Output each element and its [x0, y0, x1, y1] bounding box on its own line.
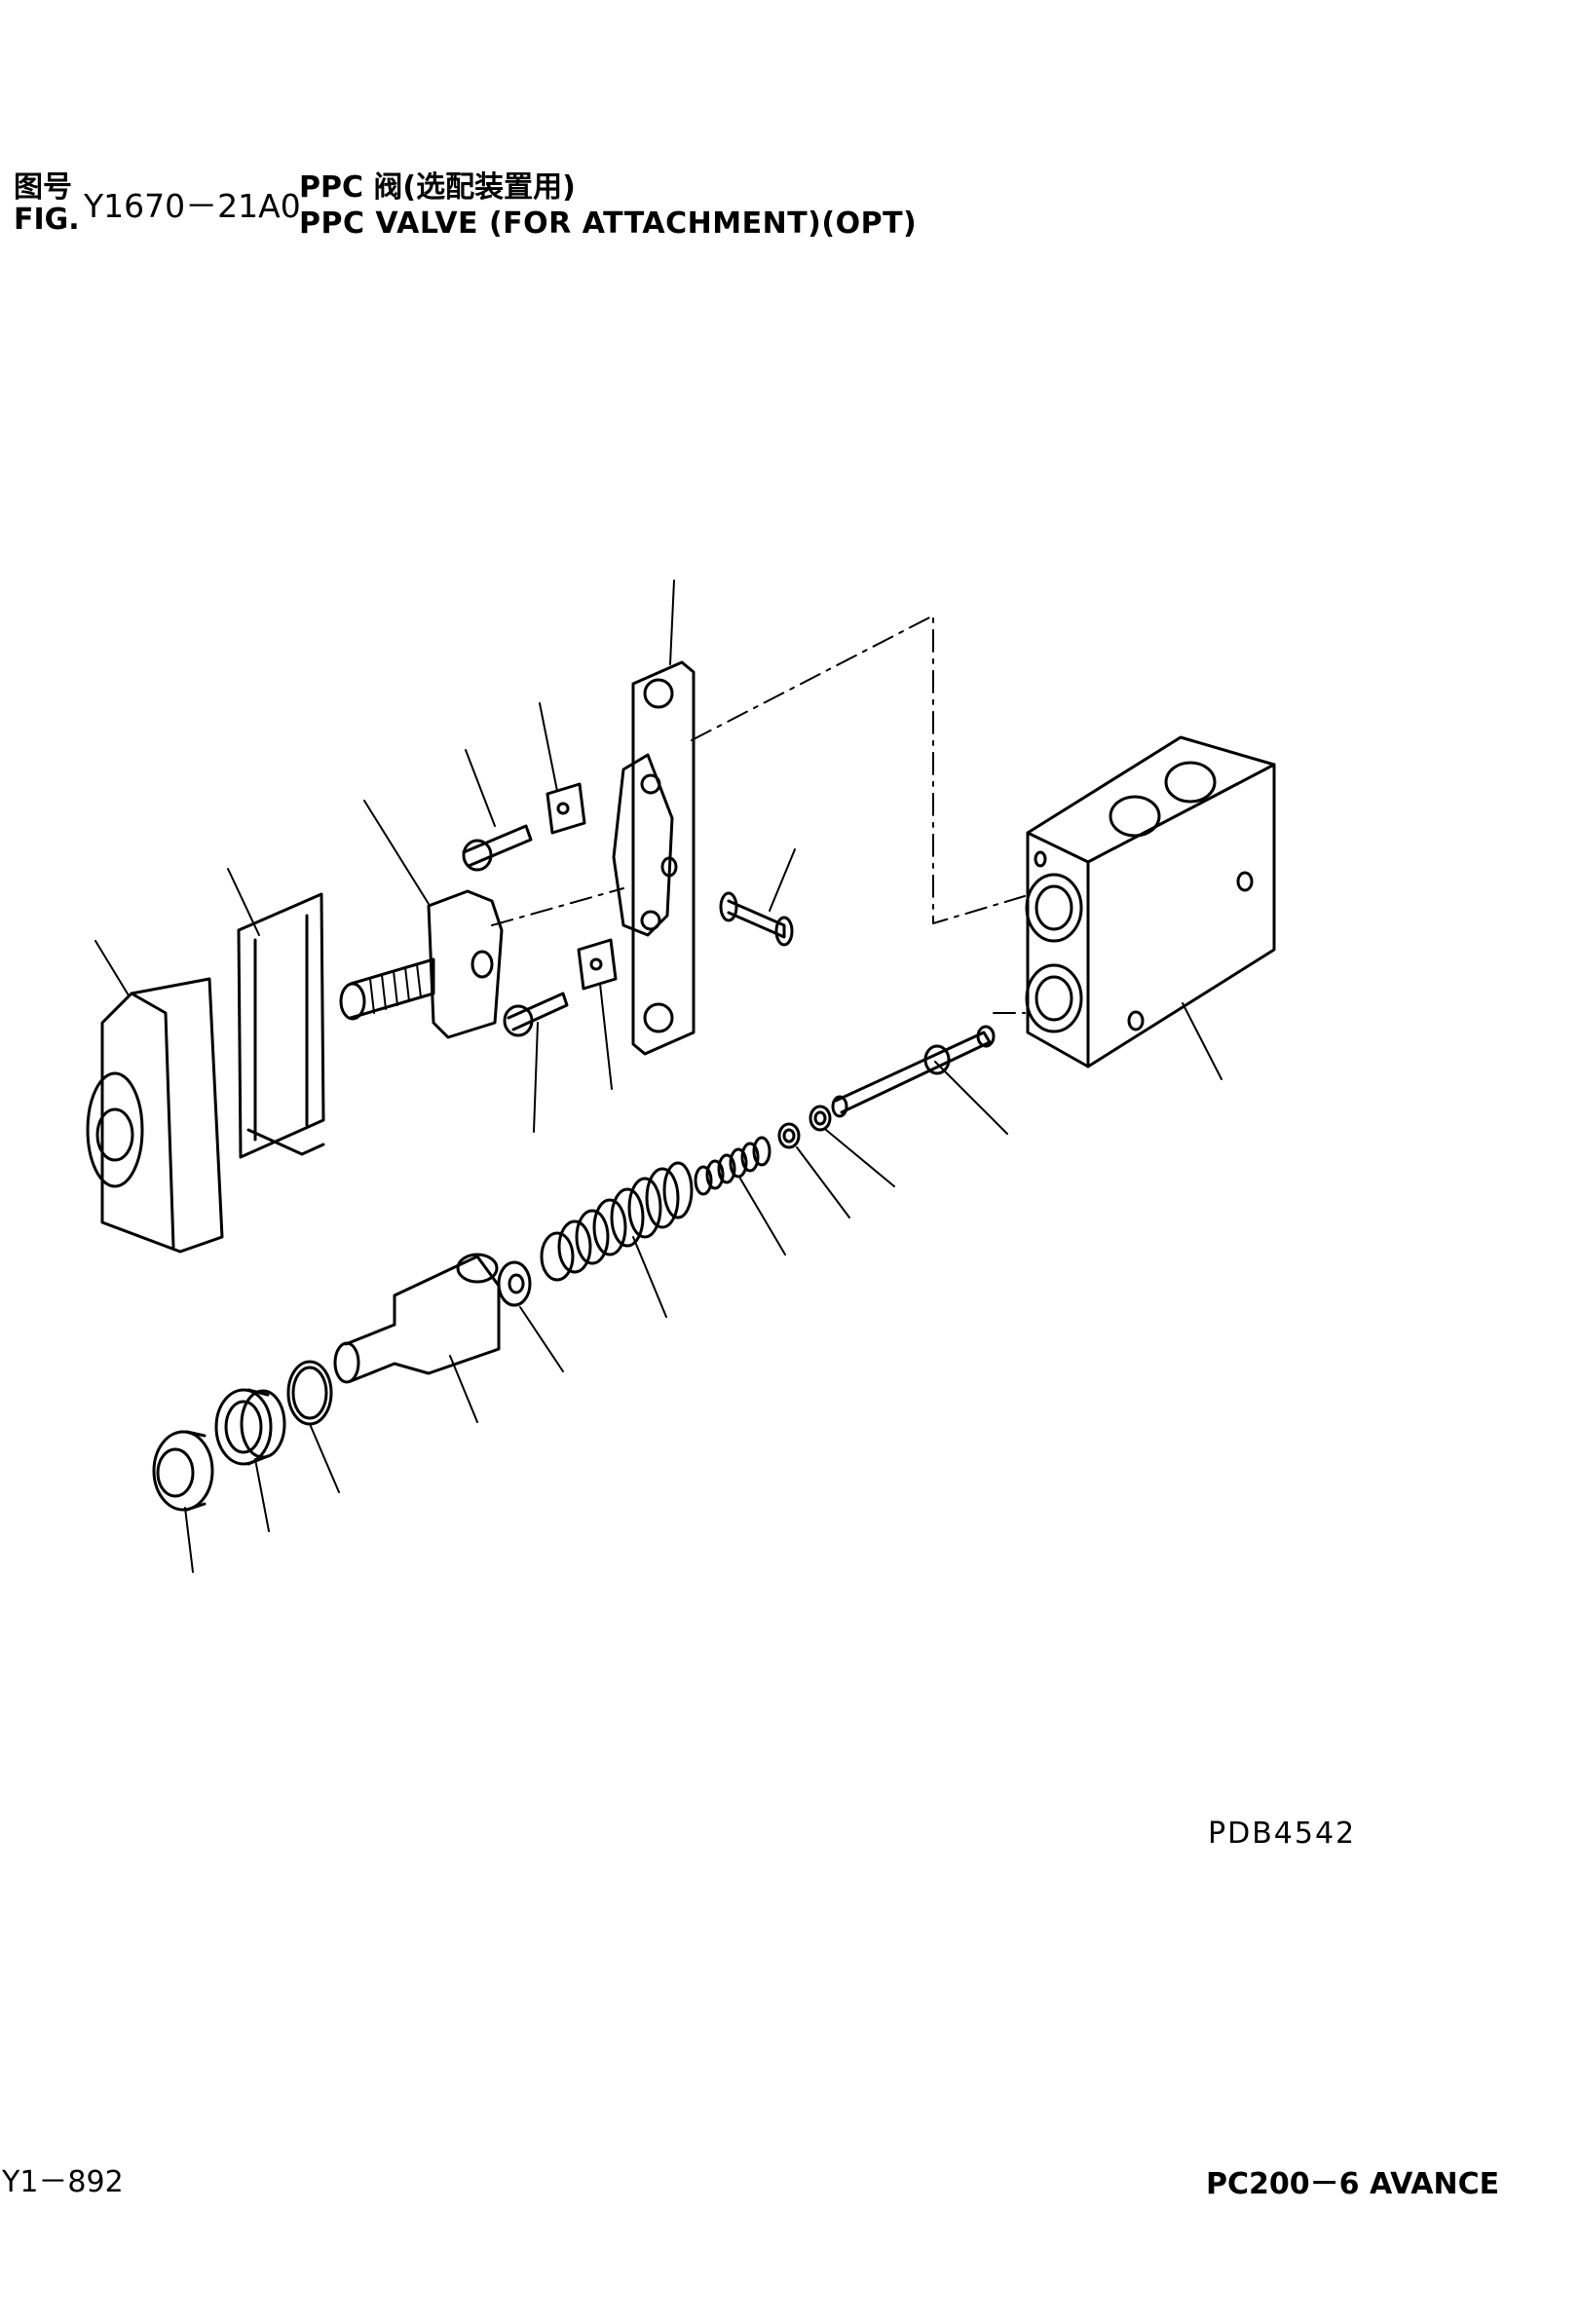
- large-spring-part: [540, 1161, 694, 1282]
- title-chinese: PPC 阀(选配装置用): [299, 170, 576, 205]
- plate-part: [612, 660, 696, 1056]
- spool-part: [831, 1025, 996, 1118]
- figure-label-en: FIG.: [14, 203, 80, 237]
- boot-part: [237, 892, 325, 1159]
- valve-body-part: [1025, 735, 1276, 1068]
- washer-parts: [777, 1105, 832, 1149]
- lever-bracket-part: [339, 889, 504, 1039]
- plug-part: [152, 1430, 214, 1512]
- o-ring-part: [286, 1360, 333, 1426]
- title-english: PPC VALVE (FOR ATTACHMENT)(OPT): [299, 206, 918, 241]
- alignment-lines: [491, 615, 1026, 1014]
- piston-part: [333, 1253, 501, 1384]
- collar-part: [214, 1388, 286, 1466]
- leader-lines: [94, 580, 1223, 1573]
- bolt-parts: [462, 824, 569, 1037]
- gasket-parts: [545, 782, 618, 991]
- page-code: Y1－892: [2, 2165, 124, 2199]
- spring-seat-part: [497, 1260, 532, 1307]
- model-name: PC200－6 AVANCE: [1206, 2167, 1500, 2201]
- pin-part: [719, 891, 794, 947]
- small-spring-part: [694, 1136, 771, 1196]
- figure-label-cn: 图号: [14, 170, 72, 205]
- figure-number: Y1670－21A0: [84, 187, 301, 225]
- cap-part: [86, 977, 224, 1254]
- drawing-code: PDB4542: [1208, 1817, 1357, 1851]
